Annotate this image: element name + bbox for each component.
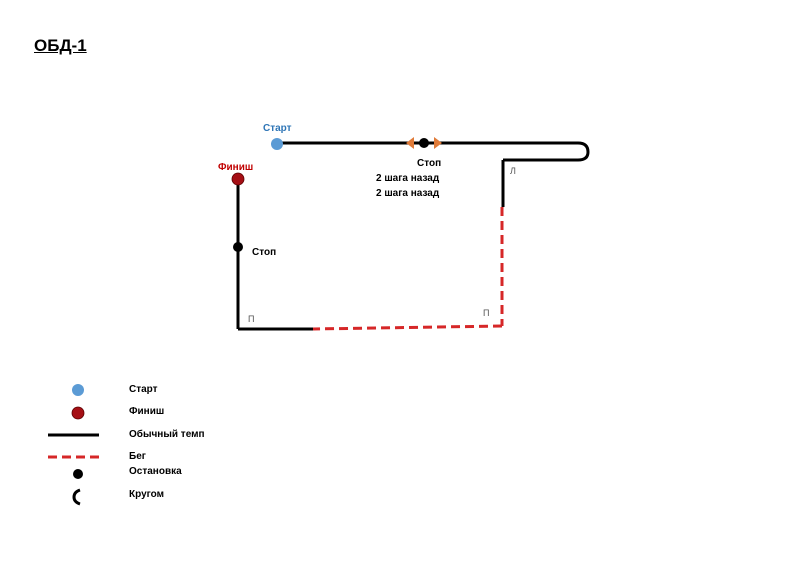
turn-left-label: Л xyxy=(510,166,516,176)
legend-circle-turn-icon xyxy=(72,488,81,506)
legend-stop-label: Остановка xyxy=(129,466,182,477)
arrow-left-icon xyxy=(406,137,414,149)
stop-top-line-1: Стоп xyxy=(417,158,441,169)
circle-turn-icon xyxy=(577,141,590,162)
legend-stop-icon xyxy=(73,469,83,479)
arrow-right-icon xyxy=(434,137,442,149)
legend-circle-turn-label: Кругом xyxy=(129,489,164,500)
finish-label: Финиш xyxy=(218,162,253,173)
route-run-horizontal xyxy=(312,324,503,331)
legend-finish-label: Финиш xyxy=(129,406,164,417)
stop-left-label: Стоп xyxy=(252,247,276,258)
stop-top-line-3: 2 шага назад xyxy=(376,188,440,199)
start-label: Старт xyxy=(263,123,292,134)
legend-start-icon xyxy=(72,384,84,396)
legend-walk-label: Обычный темп xyxy=(129,428,205,440)
turn-right-label-bottom-right: П xyxy=(483,308,489,318)
start-dot-icon xyxy=(271,138,283,150)
legend: Старт Финиш Обычный темп Бег Остановка К… xyxy=(48,384,205,506)
stop-top-line-2: 2 шага назад xyxy=(376,173,440,184)
stop-dot-icon xyxy=(233,242,243,252)
legend-run-label: Бег xyxy=(129,451,146,462)
stop-dot-icon xyxy=(419,138,429,148)
legend-finish-icon xyxy=(71,406,85,420)
finish-dot-icon xyxy=(231,172,245,186)
legend-start-label: Старт xyxy=(129,384,158,395)
turn-right-label-bottom-left: П xyxy=(248,314,254,324)
page-title: ОБД-1 xyxy=(34,36,87,55)
